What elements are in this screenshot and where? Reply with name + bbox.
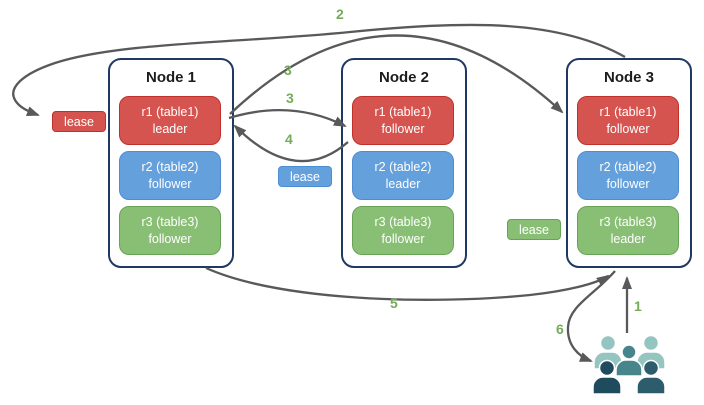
lease-badge-r3: lease (507, 219, 561, 240)
lease-badge-r1: lease (52, 111, 106, 132)
range-role: leader (385, 176, 421, 191)
node-title: Node 1 (145, 69, 196, 86)
range-label: r1 (table1) (599, 105, 657, 120)
step-label-6: 6 (556, 321, 564, 337)
range-r2-node1: r2 (table2) follower (119, 151, 221, 200)
range-label: r3 (table3) (374, 215, 432, 230)
step-label-3-upper: 3 (284, 62, 292, 78)
range-label: r1 (table1) (374, 105, 432, 120)
range-role: follower (606, 121, 650, 136)
range-role: follower (148, 231, 192, 246)
range-label: r3 (table3) (599, 215, 657, 230)
range-label: r2 (table2) (599, 160, 657, 175)
range-r2-node2: r2 (table2) leader (352, 151, 454, 200)
range-role: leader (152, 121, 188, 136)
range-role: follower (381, 231, 425, 246)
range-role: follower (381, 121, 425, 136)
step-label-2: 2 (336, 6, 344, 22)
node-title: Node 3 (603, 69, 654, 86)
range-r3-node2: r3 (table3) follower (352, 206, 454, 255)
range-label: r2 (table2) (374, 160, 432, 175)
range-label: r2 (table2) (141, 160, 199, 175)
range-role: follower (606, 176, 650, 191)
node-2: Node 2 r1 (table1) follower r2 (table2) … (341, 58, 467, 268)
arrow-step6-gateway-to-client (566, 270, 616, 363)
step-label-3-lower: 3 (286, 90, 294, 106)
range-r2-node3: r2 (table2) follower (577, 151, 679, 200)
range-r1-node3: r1 (table1) follower (577, 96, 679, 145)
node-1: Node 1 r1 (table1) leader r2 (table2) fo… (108, 58, 234, 268)
arrow-step2-gateway-to-lease (12, 23, 626, 117)
lease-badge-r2: lease (278, 166, 332, 187)
range-r3-node3: r3 (table3) leader (577, 206, 679, 255)
arrow-step5-leader-to-gateway (205, 266, 610, 301)
range-r1-node2: r1 (table1) follower (352, 96, 454, 145)
range-label: r1 (table1) (141, 105, 199, 120)
step-label-5: 5 (390, 295, 398, 311)
range-r1-node1: r1 (table1) leader (119, 96, 221, 145)
step-label-1: 1 (634, 298, 642, 314)
step-label-4: 4 (285, 131, 293, 147)
range-r3-node1: r3 (table3) follower (119, 206, 221, 255)
arrow-step3-leader-to-node2-follower (228, 109, 347, 128)
range-role: follower (148, 176, 192, 191)
node-3: Node 3 r1 (table1) follower r2 (table2) … (566, 58, 692, 268)
range-label: r3 (table3) (141, 215, 199, 230)
node-title: Node 2 (378, 69, 429, 86)
range-role: leader (610, 231, 646, 246)
clients-icon (592, 334, 666, 395)
